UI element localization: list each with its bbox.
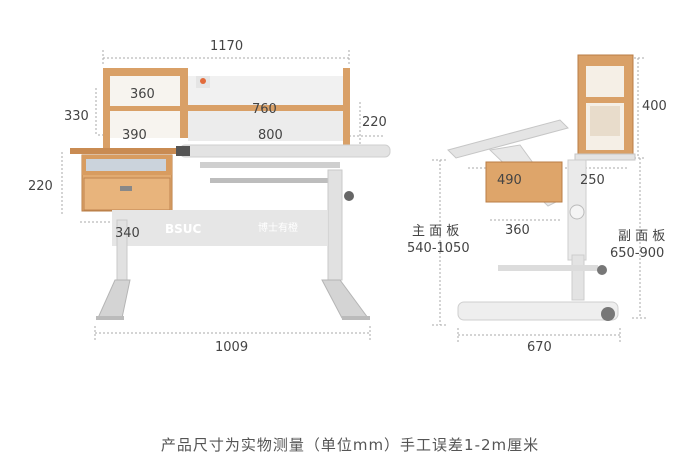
dim-desktop-width: 800 xyxy=(258,128,283,143)
front-frame xyxy=(96,162,370,320)
dim-shelf-upper-width: 360 xyxy=(130,87,155,102)
dim-shelf-middle-width: 760 xyxy=(252,102,277,117)
side-board-label: 副 面 板 xyxy=(618,229,666,244)
side-frame xyxy=(457,159,619,321)
dim-drawer-height: 220 xyxy=(28,179,53,194)
side-drawer xyxy=(485,161,563,203)
dim-shelf-upper-height: 330 xyxy=(64,109,89,124)
dim-drawer-depth: 490 xyxy=(497,173,522,188)
dim-shelf-right-height: 220 xyxy=(362,115,387,130)
brand-logo-text: BSUC xyxy=(165,222,202,236)
dim-shelf-lower-width: 390 xyxy=(122,128,147,143)
brand-logo-text-cn: 博士有橙 xyxy=(258,223,298,234)
main-board-label: 主 面 板 xyxy=(412,224,460,239)
measurement-caption: 产品尺寸为实物测量（单位mm）手工误差1-2m厘米 xyxy=(160,436,540,454)
dim-base-width: 1009 xyxy=(215,340,249,355)
dim-drawer-width: 340 xyxy=(115,226,140,241)
dim-side-board-depth: 250 xyxy=(580,173,605,188)
dim-side-shelf-height: 400 xyxy=(642,99,667,114)
side-board-range: 650-900 xyxy=(610,246,665,261)
front-hutch xyxy=(103,68,350,152)
side-hutch xyxy=(577,54,634,159)
dim-total-width: 1170 xyxy=(210,39,244,54)
dim-base-depth: 670 xyxy=(527,340,552,355)
front-desktop xyxy=(70,144,391,158)
main-board-range: 540-1050 xyxy=(407,241,470,256)
dim-tray-depth: 360 xyxy=(505,223,530,238)
front-drawer xyxy=(81,154,173,212)
